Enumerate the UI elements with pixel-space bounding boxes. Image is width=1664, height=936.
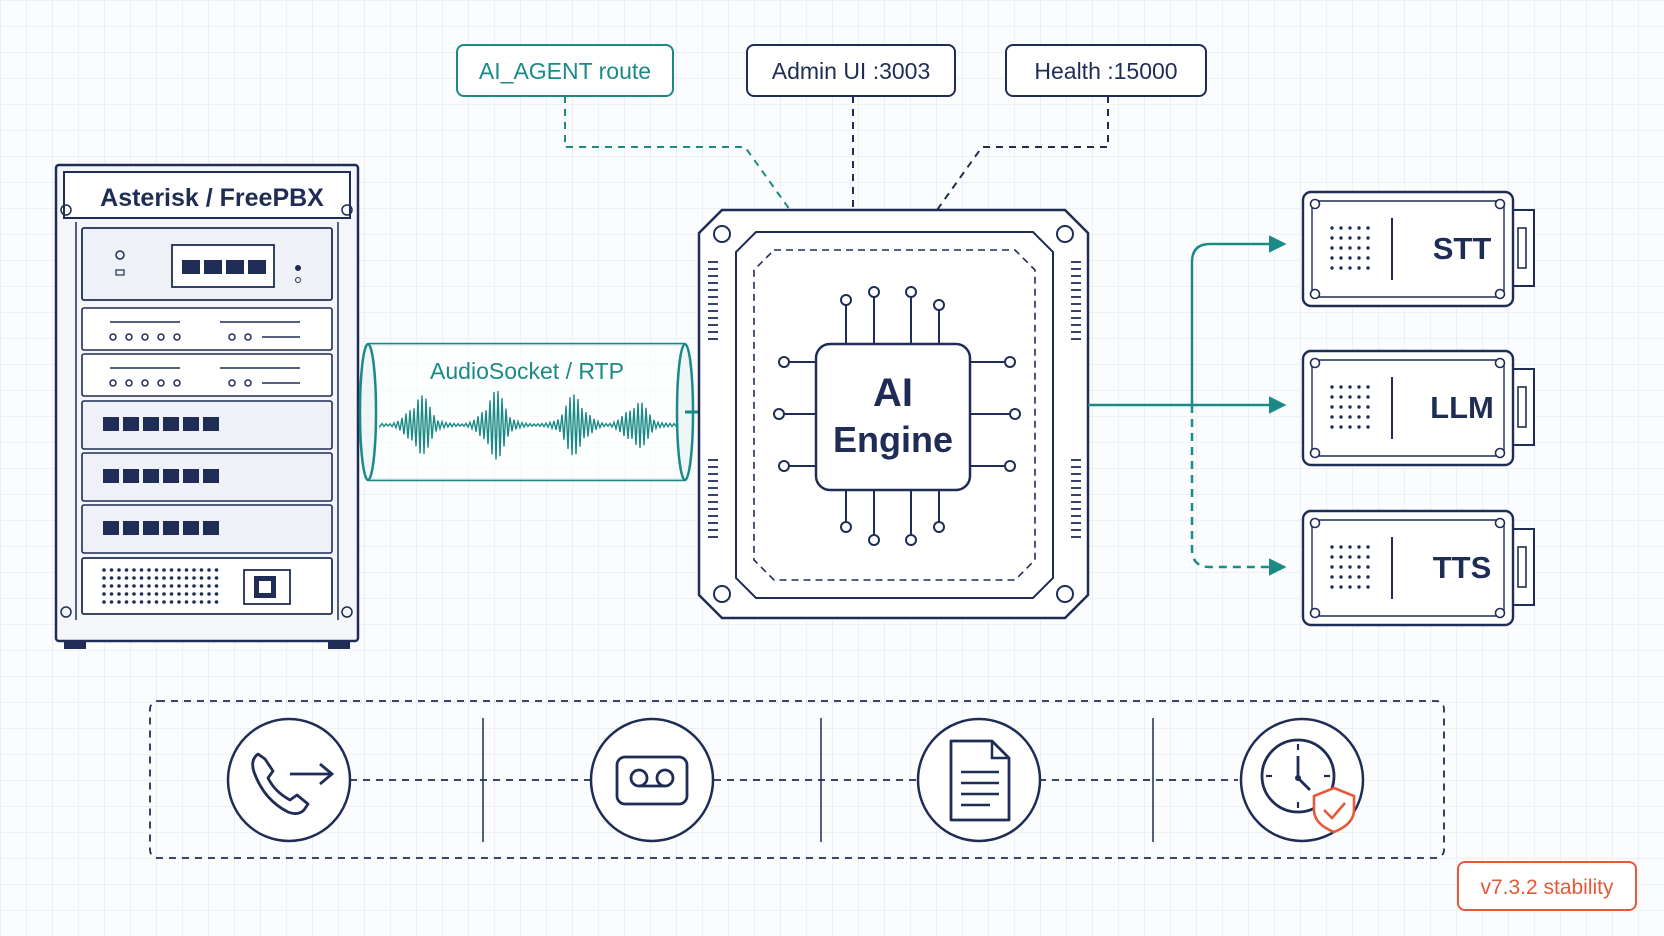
service-label: TTS	[1433, 550, 1492, 585]
admin-ui-label: Admin UI :3003	[746, 44, 956, 97]
call-pipeline	[149, 700, 1445, 859]
pbx-server-rack: Asterisk / FreePBX	[54, 163, 360, 649]
phone-transfer-icon	[226, 717, 352, 843]
service-label: STT	[1433, 231, 1492, 266]
ai-agent-route-label: AI_AGENT route	[456, 44, 674, 97]
svg-text:Health :15000: Health :15000	[1034, 58, 1177, 84]
pbx-title: Asterisk / FreePBX	[100, 184, 324, 212]
svg-text:v7.3.2 stability: v7.3.2 stability	[1480, 876, 1614, 899]
engine-title-line2: Engine	[833, 419, 953, 460]
health-label: Health :15000	[1005, 44, 1207, 97]
voicemail-icon	[589, 717, 715, 843]
route-connector	[564, 96, 791, 211]
service-module-stt: STT	[1301, 190, 1535, 308]
service-module-llm: LLM	[1301, 349, 1535, 467]
service-module-tts: TTS	[1301, 509, 1535, 627]
service-connectors	[1088, 235, 1287, 576]
svg-text:Admin UI :3003: Admin UI :3003	[772, 58, 931, 84]
clock-shield-icon	[1239, 717, 1365, 843]
transport-label: AudioSocket / RTP	[430, 358, 624, 384]
engine-title-line1: AI	[873, 371, 913, 415]
audio-waveform	[379, 391, 679, 460]
version-badge: v7.3.2 stability	[1457, 861, 1637, 911]
audiosocket-rtp-channel: AudioSocket / RTP	[358, 342, 737, 482]
svg-text:AI_AGENT route: AI_AGENT route	[479, 58, 651, 84]
health-connector	[936, 96, 1109, 211]
service-label: LLM	[1430, 390, 1494, 425]
document-icon	[916, 717, 1042, 843]
ai-engine: AI Engine	[697, 208, 1090, 620]
